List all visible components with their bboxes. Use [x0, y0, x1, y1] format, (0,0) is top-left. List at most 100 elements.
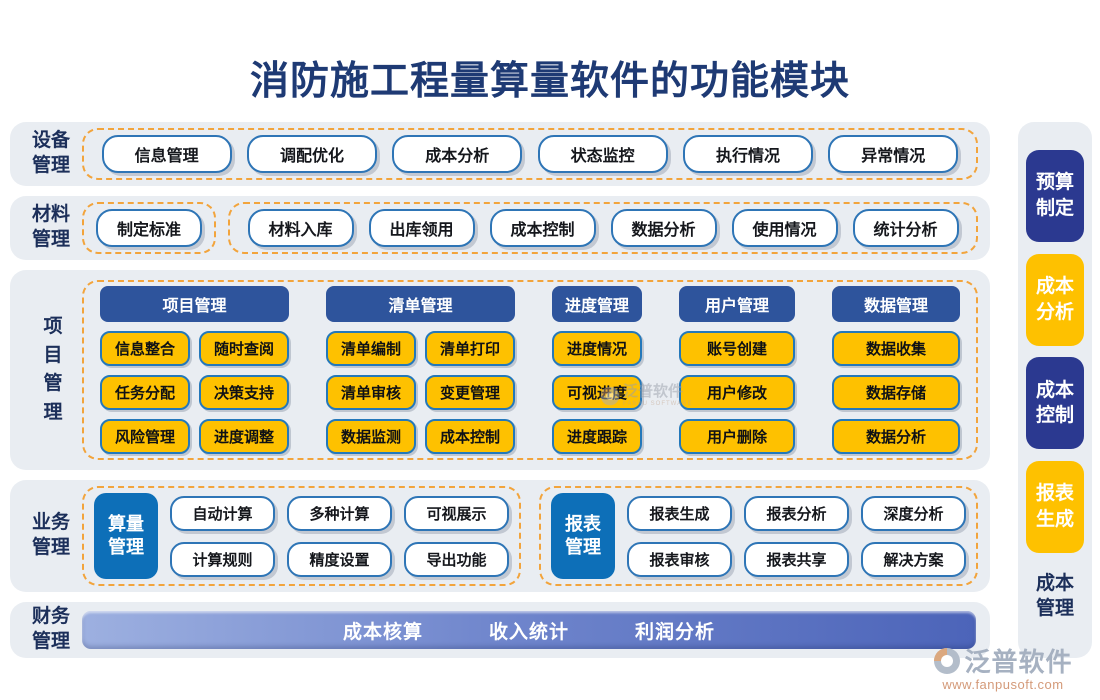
- row-project-management: 项目管理 项目管理 信息整合随时查阅任务分配决策支持风险管理进度调整 清单管理: [10, 270, 990, 470]
- project-column: 用户管理 账号创建用户修改用户删除: [679, 286, 795, 454]
- column-header: 数据管理: [832, 286, 960, 322]
- column-items: 信息整合随时查阅任务分配决策支持风险管理进度调整: [100, 331, 289, 454]
- module-pill: 精度设置: [287, 541, 392, 577]
- side-module: 成本分析: [1026, 253, 1084, 346]
- module-pill: 随时查阅: [199, 331, 289, 366]
- module-pill: 数据收集: [832, 331, 960, 366]
- column-items: 进度情况可视进度进度跟踪: [552, 331, 642, 454]
- side-module-label: 成本控制: [1035, 379, 1074, 427]
- module-pill: 账号创建: [679, 331, 795, 366]
- finance-item: 收入统计: [488, 621, 569, 643]
- project-column: 清单管理 清单编制清单打印清单审核变更管理数据监测成本控制: [326, 286, 515, 454]
- business-group: 报表管理 报表生成报表分析深度分析报表审核报表共享解决方案: [539, 486, 978, 586]
- module-pill: 制定标准: [96, 209, 202, 247]
- module-pill: 调配优化: [246, 135, 377, 173]
- side-module: 预算制定: [1026, 150, 1084, 242]
- module-pill: 成本控制: [425, 419, 515, 454]
- finance-bar: 成本核算 收入统计 利润分析: [82, 611, 976, 649]
- side-module-label: 预算制定: [1035, 172, 1074, 219]
- column-header: 用户管理: [679, 286, 795, 322]
- project-column: 数据管理 数据收集数据存储数据分析: [832, 286, 960, 454]
- module-pill: 异常情况: [828, 135, 959, 173]
- row-label-finance: 财务管理: [31, 606, 70, 652]
- row-material-management: 材料管理 制定标准 材料入库出库领用成本控制数据分析使用情况统计分析: [10, 196, 990, 260]
- module-pill: 材料入库: [247, 209, 354, 247]
- column-items: 账号创建用户修改用户删除: [679, 331, 795, 454]
- group-badge: 报表管理: [551, 493, 615, 579]
- group-badge-label: 报表管理: [565, 513, 601, 557]
- module-pill: 信息整合: [100, 331, 190, 366]
- project-column: 项目管理 信息整合随时查阅任务分配决策支持风险管理进度调整: [100, 286, 289, 454]
- group-badge-label: 算量管理: [108, 513, 144, 557]
- business-groups: 算量管理 自动计算多种计算可视展示计算规则精度设置导出功能 报表管理 报: [82, 486, 978, 586]
- module-pill: 报表审核: [627, 541, 732, 577]
- row-label-device: 设备管理: [31, 130, 70, 176]
- side-module: 成本管理: [1026, 565, 1084, 628]
- module-pill: 数据存储: [832, 375, 960, 410]
- module-pill: 进度调整: [199, 419, 289, 454]
- module-pill: 成本分析: [392, 135, 523, 173]
- module-pill: 任务分配: [100, 375, 190, 410]
- business-items: 自动计算多种计算可视展示计算规则精度设置导出功能: [170, 495, 509, 577]
- side-module-label: 报表生成: [1035, 483, 1074, 531]
- column-header: 清单管理: [326, 286, 515, 322]
- module-pill: 执行情况: [682, 135, 813, 173]
- module-pill: 统计分析: [852, 209, 959, 247]
- module-pill: 决策支持: [199, 375, 289, 410]
- module-pill: 风险管理: [100, 419, 190, 454]
- fanpu-logo-icon: [934, 647, 961, 674]
- group-badge: 算量管理: [94, 493, 158, 579]
- project-column: 进度管理 进度情况可视进度进度跟踪: [552, 286, 642, 454]
- finance-item: 成本核算: [342, 621, 423, 643]
- module-pill: 多种计算: [287, 495, 392, 531]
- column-items: 清单编制清单打印清单审核变更管理数据监测成本控制: [326, 331, 515, 454]
- brand-row: 泛普软件: [918, 642, 1088, 679]
- row-device-management: 设备管理 信息管理调配优化成本分析状态监控执行情况异常情况: [10, 122, 990, 186]
- module-pill: 报表共享: [744, 541, 849, 577]
- module-pill: 解决方案: [861, 541, 966, 577]
- module-pill: 数据监测: [326, 419, 416, 454]
- module-pill: 变更管理: [425, 375, 515, 410]
- module-pill: 可视展示: [404, 495, 509, 531]
- brand-name: 泛普软件: [964, 647, 1073, 677]
- row-label-material: 材料管理: [31, 204, 70, 250]
- module-pill: 出库领用: [368, 209, 475, 247]
- layout: 设备管理 信息管理调配优化成本分析状态监控执行情况异常情况 材料管理 制定标准 …: [0, 106, 1100, 658]
- side-module-label: 成本分析: [1035, 276, 1074, 323]
- module-pill: 成本控制: [489, 209, 596, 247]
- side-panel: 预算制定 成本分析 成本控制 报表生成 成本管理: [1018, 122, 1092, 658]
- row-label-project: 项目管理: [43, 316, 63, 423]
- module-pill: 清单打印: [425, 331, 515, 366]
- column-header: 进度管理: [552, 286, 642, 322]
- brand-url: www.fanpusoft.com: [942, 677, 1064, 692]
- side-module: 成本控制: [1026, 357, 1084, 450]
- business-items: 报表生成报表分析深度分析报表审核报表共享解决方案: [627, 495, 966, 577]
- module-pill: 信息管理: [101, 135, 232, 173]
- brand-footer: 泛普软件 www.fanpusoft.com: [918, 642, 1088, 692]
- module-pill: 清单审核: [326, 375, 416, 410]
- main-panel: 设备管理 信息管理调配优化成本分析状态监控执行情况异常情况 材料管理 制定标准 …: [10, 122, 990, 658]
- module-pill: 深度分析: [861, 495, 966, 531]
- module-pill: 自动计算: [170, 495, 275, 531]
- module-pill: 数据分析: [832, 419, 960, 454]
- module-pill: 进度跟踪: [552, 419, 642, 454]
- module-pill: 报表生成: [627, 495, 732, 531]
- module-pill: 计算规则: [170, 541, 275, 577]
- module-pill: 用户修改: [679, 375, 795, 410]
- module-pill: 报表分析: [744, 495, 849, 531]
- side-module: 报表生成: [1026, 461, 1084, 554]
- module-pill: 导出功能: [404, 541, 509, 577]
- business-group: 算量管理 自动计算多种计算可视展示计算规则精度设置导出功能: [82, 486, 521, 586]
- finance-item: 利润分析: [635, 621, 716, 643]
- project-columns-group: 项目管理 信息整合随时查阅任务分配决策支持风险管理进度调整 清单管理 清单编制清…: [82, 280, 978, 460]
- material-standard-group: 制定标准: [82, 202, 216, 254]
- module-pill: 用户删除: [679, 419, 795, 454]
- material-module-group: 材料入库出库领用成本控制数据分析使用情况统计分析: [228, 202, 978, 254]
- column-items: 数据收集数据存储数据分析: [832, 331, 960, 454]
- module-pill: 使用情况: [731, 209, 838, 247]
- page-title: 消防施工程量算量软件的功能模块: [249, 60, 850, 103]
- column-header: 项目管理: [100, 286, 289, 322]
- row-label-business: 业务管理: [31, 512, 70, 558]
- module-pill: 状态监控: [537, 135, 668, 173]
- module-pill: 清单编制: [326, 331, 416, 366]
